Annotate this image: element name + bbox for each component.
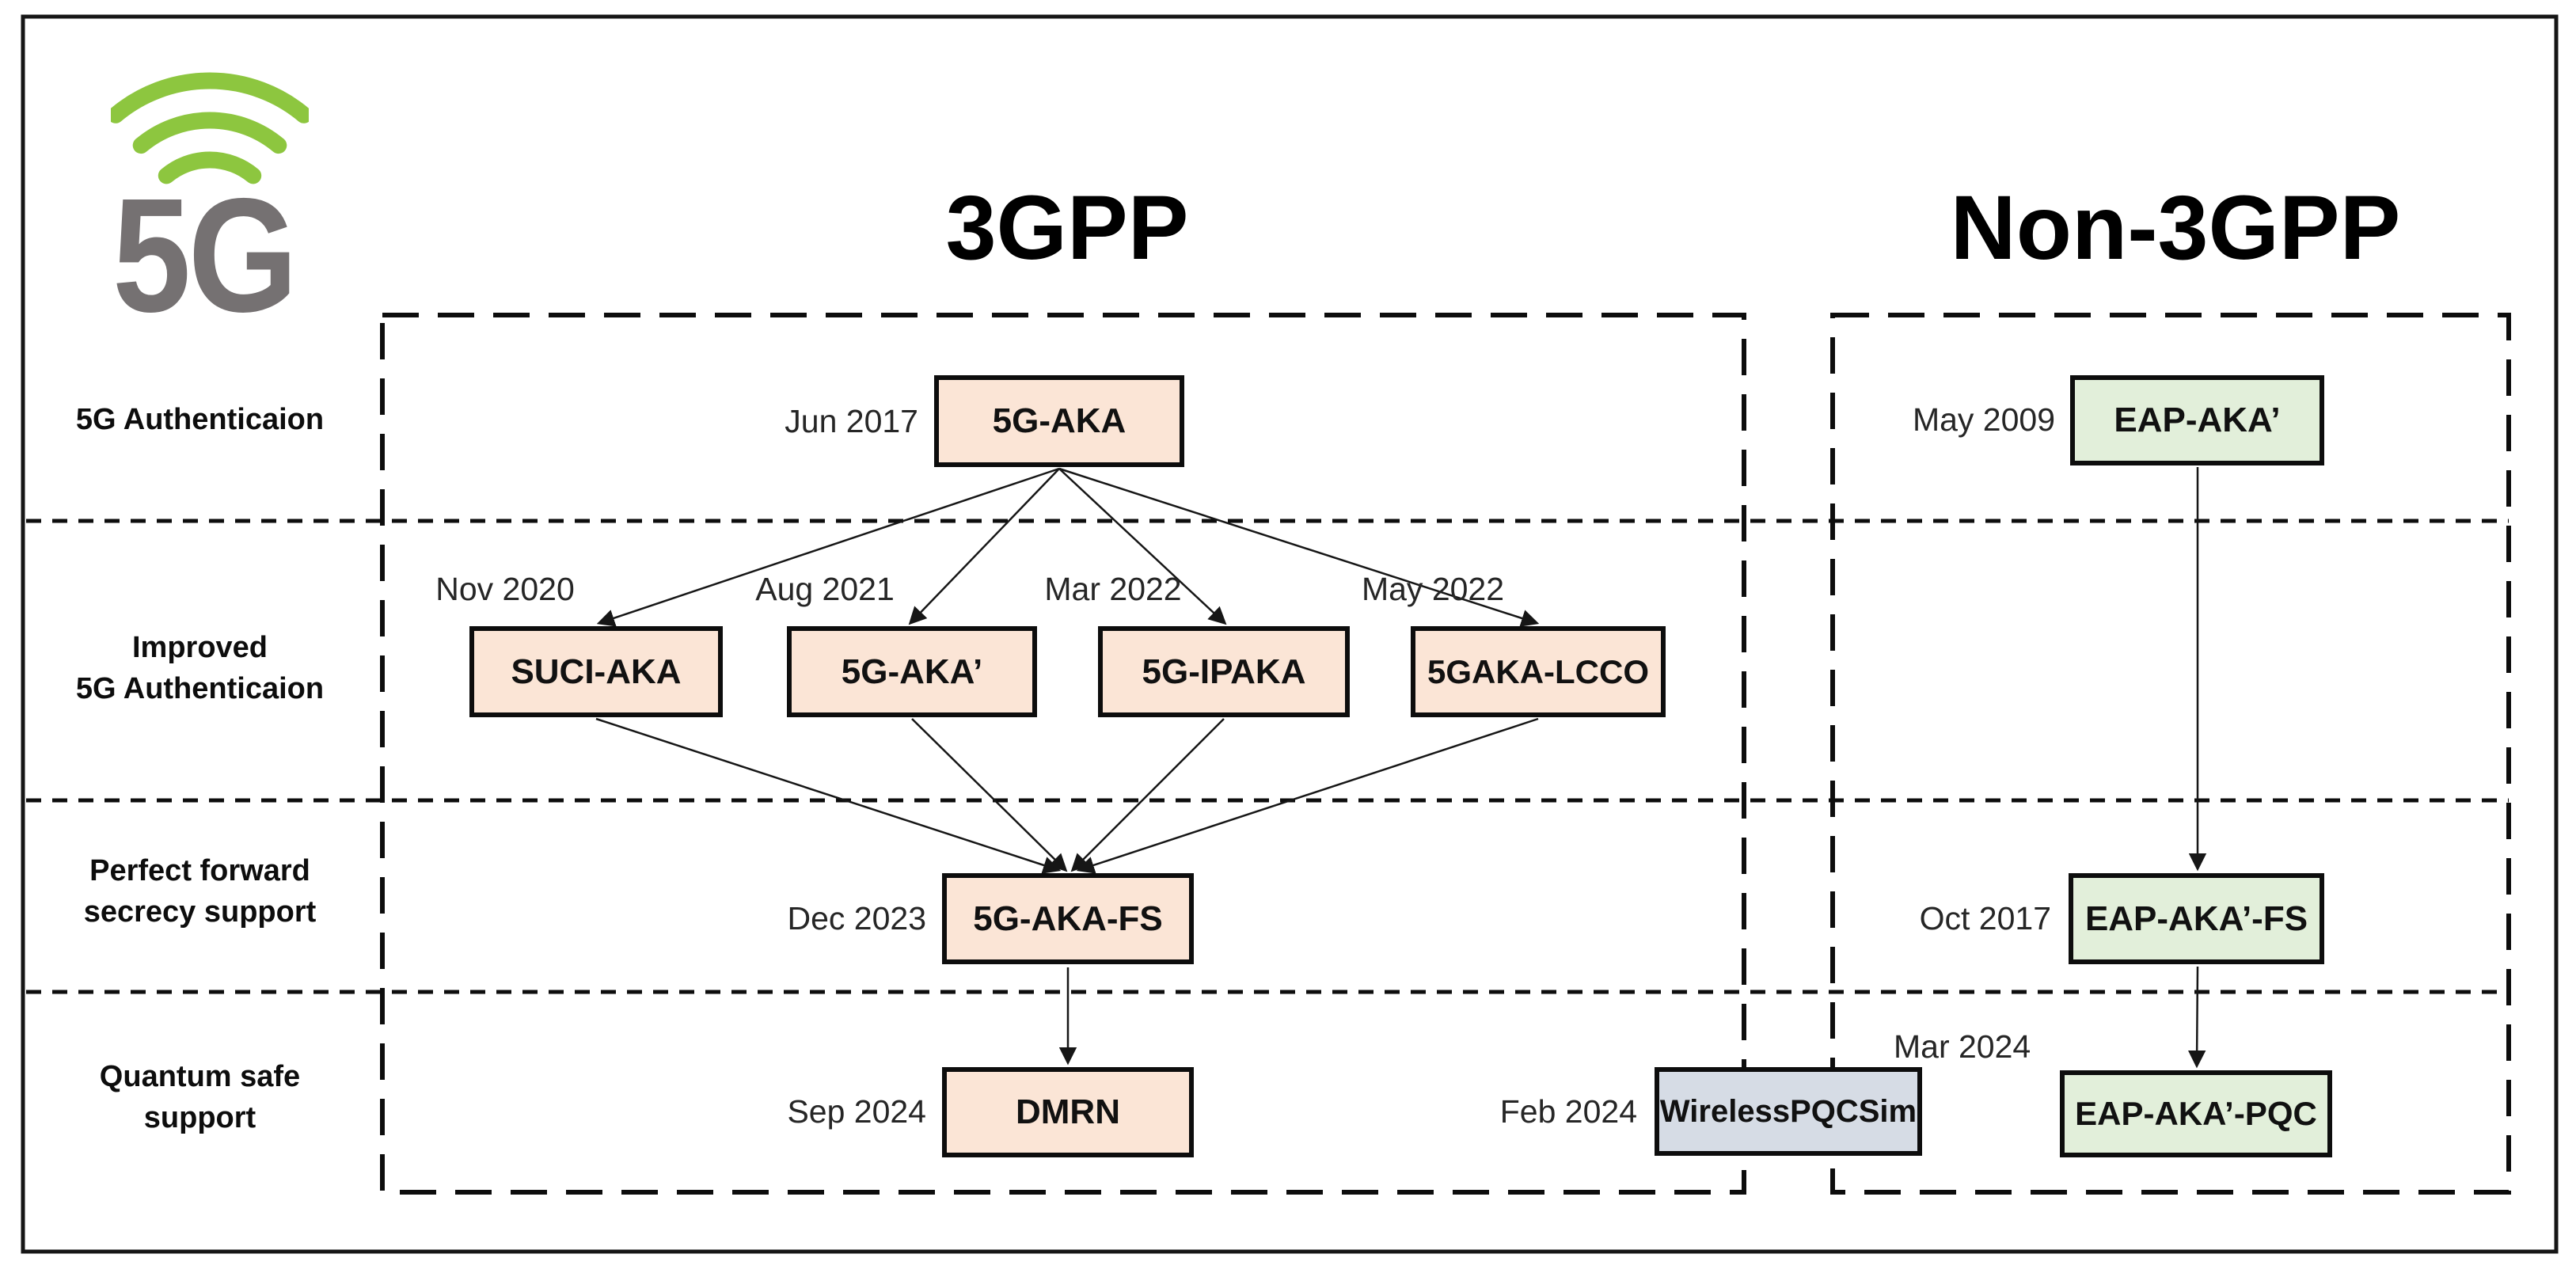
row-label-line: 5G Authenticaion xyxy=(75,672,325,705)
edge-5gakap-5gakafs xyxy=(911,718,1068,872)
node-5g-aka-prime: 5G-AKA’ xyxy=(787,626,1037,717)
node-eap-aka: EAP-AKA’ xyxy=(2070,375,2324,465)
date-label-wirelesspqcsim: Feb 2024 xyxy=(1499,1093,1637,1130)
wifi-arc-middle xyxy=(132,112,287,154)
row-label-line: Improved xyxy=(131,631,268,664)
row-label-quantum-safe-support: Quantum safe support xyxy=(47,1056,352,1138)
row-label-improved-5g-authentication: Improved 5G Authenticaion xyxy=(47,627,352,709)
node-5g-aka: 5G-AKA xyxy=(934,375,1184,467)
date-label-eap-aka-fs: Oct 2017 xyxy=(1919,900,2051,937)
edge-5gaka-5gakap xyxy=(908,468,1060,625)
date-label-5g-ipaka: Mar 2022 xyxy=(1044,571,1182,607)
node-wirelesspqcsim: WirelessPQCSim xyxy=(1655,1067,1922,1156)
node-eap-aka-pqc: EAP-AKA’-PQC xyxy=(2060,1070,2332,1157)
edge-5gipaka-5gakafs xyxy=(1070,718,1225,872)
date-label-dmrn: Sep 2024 xyxy=(787,1093,926,1130)
node-eap-aka-fs: EAP-AKA’-FS xyxy=(2069,873,2324,964)
date-label-5g-aka: Jun 2017 xyxy=(785,403,918,439)
row-label-line: 5G Authenticaion xyxy=(75,403,325,436)
date-label-5g-aka-prime: Aug 2021 xyxy=(755,571,895,607)
date-label-suci-aka: Nov 2020 xyxy=(435,571,575,607)
edge-5gakalcco-5gakafs xyxy=(1076,717,1539,874)
row-label-line: Quantum safe xyxy=(99,1060,301,1093)
node-suci-aka: SUCI-AKA xyxy=(469,626,723,717)
non-3gpp-dashed-box xyxy=(1830,313,2511,1195)
node-5g-aka-fs: 5G-AKA-FS xyxy=(942,873,1194,964)
row-label-line: support xyxy=(143,1101,256,1134)
node-5gaka-lcco: 5GAKA-LCCO xyxy=(1411,626,1666,717)
date-label-eap-aka-pqc: Mar 2024 xyxy=(1894,1028,2031,1065)
wifi-arcs-icon xyxy=(111,72,309,184)
edge-eapakafs-eapakapqc xyxy=(2187,966,2206,1069)
column-title-non-3gpp: Non-3GPP xyxy=(1950,177,2401,279)
edge-5gaka-5gakalcco xyxy=(1058,467,1540,627)
node-5g-ipaka: 5G-IPAKA xyxy=(1098,626,1350,717)
date-label-eap-aka: May 2009 xyxy=(1912,401,2055,438)
row-label-5g-authentication: 5G Authenticaion xyxy=(47,399,352,440)
3gpp-dashed-box xyxy=(380,313,1746,1195)
date-label-5g-aka-fs: Dec 2023 xyxy=(787,900,926,937)
outer-frame xyxy=(21,14,2559,1254)
column-title-3gpp: 3GPP xyxy=(945,177,1189,279)
row-label-line: secrecy support xyxy=(83,895,317,929)
edge-suciaka-5gakafs xyxy=(595,717,1062,874)
edge-5gaka-suciaka xyxy=(596,467,1060,627)
wifi-arc-inner xyxy=(158,151,262,184)
wifi-arc-outer xyxy=(111,72,309,123)
row-label-perfect-forward-secrecy: Perfect forward secrecy support xyxy=(47,850,352,933)
row-label-line: Perfect forward xyxy=(89,854,310,887)
logo-5g-text: 5G xyxy=(112,165,298,346)
edge-5gaka-5gipaka xyxy=(1058,468,1227,625)
date-label-5gaka-lcco: May 2022 xyxy=(1361,571,1505,607)
node-dmrn: DMRN xyxy=(942,1067,1194,1157)
